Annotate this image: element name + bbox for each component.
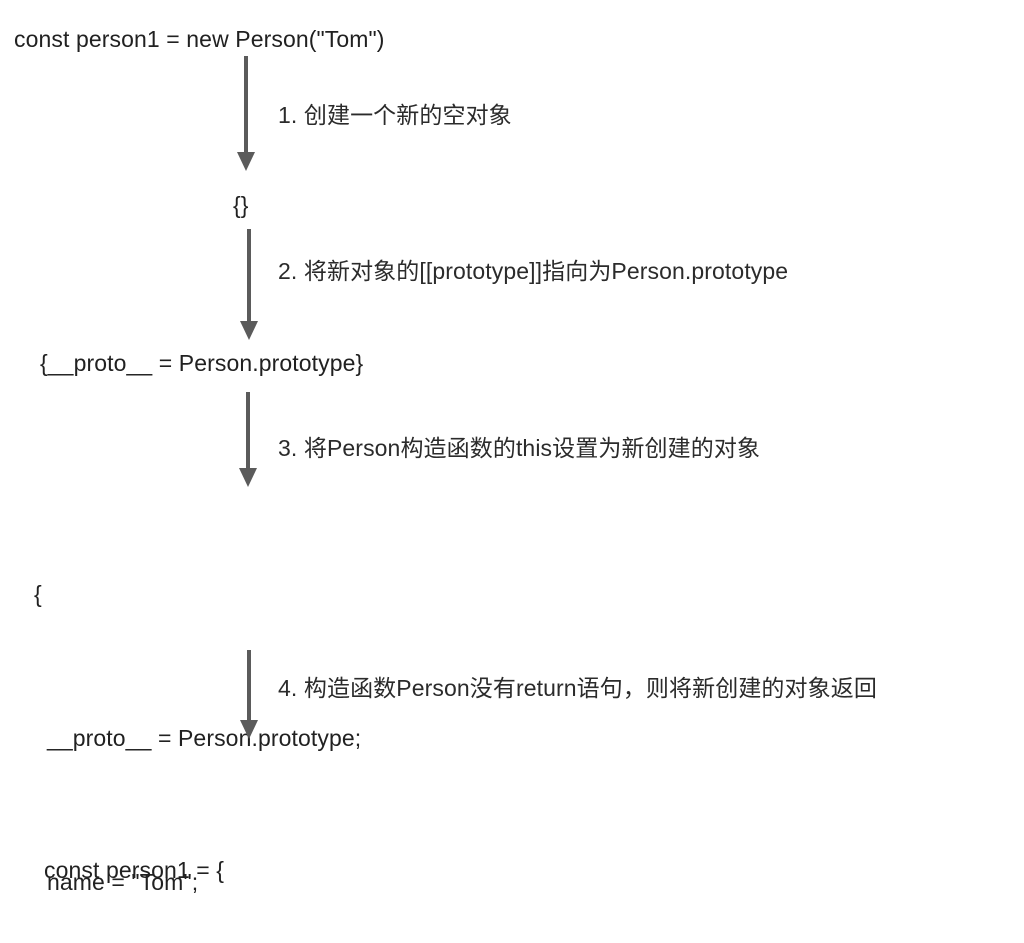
- node-this-object-line-3: name = "Tom";: [34, 869, 199, 895]
- node-returned-object-line-1: const person1 = {: [44, 857, 225, 883]
- entry-expression: const person1 = new Person("Tom"): [14, 26, 385, 52]
- step-2-label: 2. 将新对象的[[prototype]]指向为Person.prototype: [278, 258, 789, 284]
- arrow-down-2: [239, 229, 259, 341]
- arrow-down-3: [238, 392, 258, 488]
- arrow-down-4: [239, 650, 259, 740]
- step-4-label: 4. 构造函数Person没有return语句，则将新创建的对象返回: [278, 675, 877, 701]
- node-proto-object: {__proto__ = Person.prototype}: [40, 350, 364, 376]
- node-this-object-line-2: __proto__ = Person.prototype;: [34, 725, 362, 751]
- step-3-label: 3. 将Person构造函数的this设置为新创建的对象: [278, 435, 761, 461]
- node-empty-object: {}: [233, 192, 249, 218]
- arrow-down-1: [236, 56, 256, 172]
- node-returned-object: const person1 = { __proto = Person.proto…: [44, 750, 345, 943]
- step-1-label: 1. 创建一个新的空对象: [278, 102, 512, 128]
- node-this-object: { __proto__ = Person.prototype; name = "…: [34, 474, 361, 943]
- node-this-object-line-1: {: [34, 581, 42, 607]
